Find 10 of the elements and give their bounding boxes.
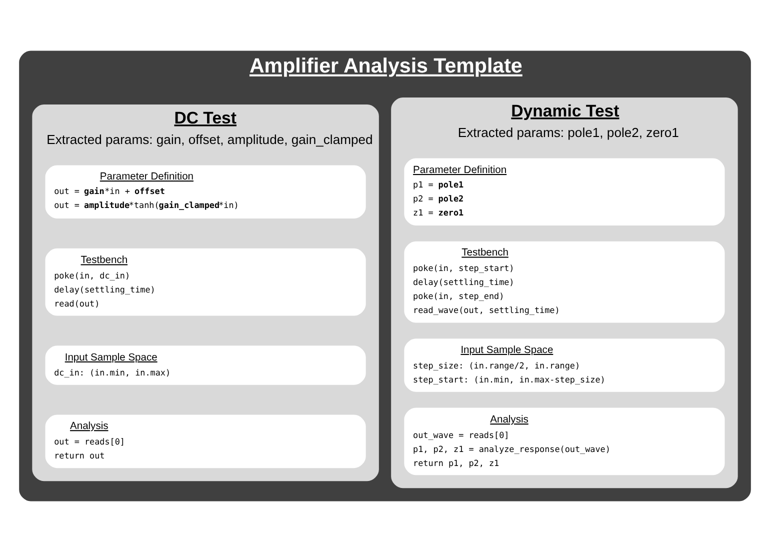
- node-box: Testbench poke(in, dc_in) delay(settling_time) read(out): [45, 248, 366, 316]
- node-box: Input Sample Space dc_in: (in.min, in.max): [45, 345, 366, 384]
- node-box: Analysis out_wave = reads[0] p1, p2, z1 = analyze_response(out_wave) return p1, p2, z1: [404, 407, 725, 475]
- node-box: Parameter Definition out = gain*in + offset out = amplitude*tanh(gain_clamped*in): [45, 164, 366, 218]
- node-box: Parameter Definition p1 = pole1 p2 = pole2 z1 = zero1: [404, 158, 725, 226]
- node-box: Input Sample Space step_size: (in.range/2, in.range) step_start: (in.min, in.max-step_size): [404, 338, 725, 392]
- node-box: Analysis out = reads[0] return out: [45, 414, 366, 468]
- node-box: Testbench poke(in, step_start) delay(settling_time) poke(in, step_end) read_wave(out, settling_time): [404, 240, 725, 322]
- cluster: [19, 50, 751, 501]
- diagram-title: Amplifier Analysis Template: [249, 54, 522, 77]
